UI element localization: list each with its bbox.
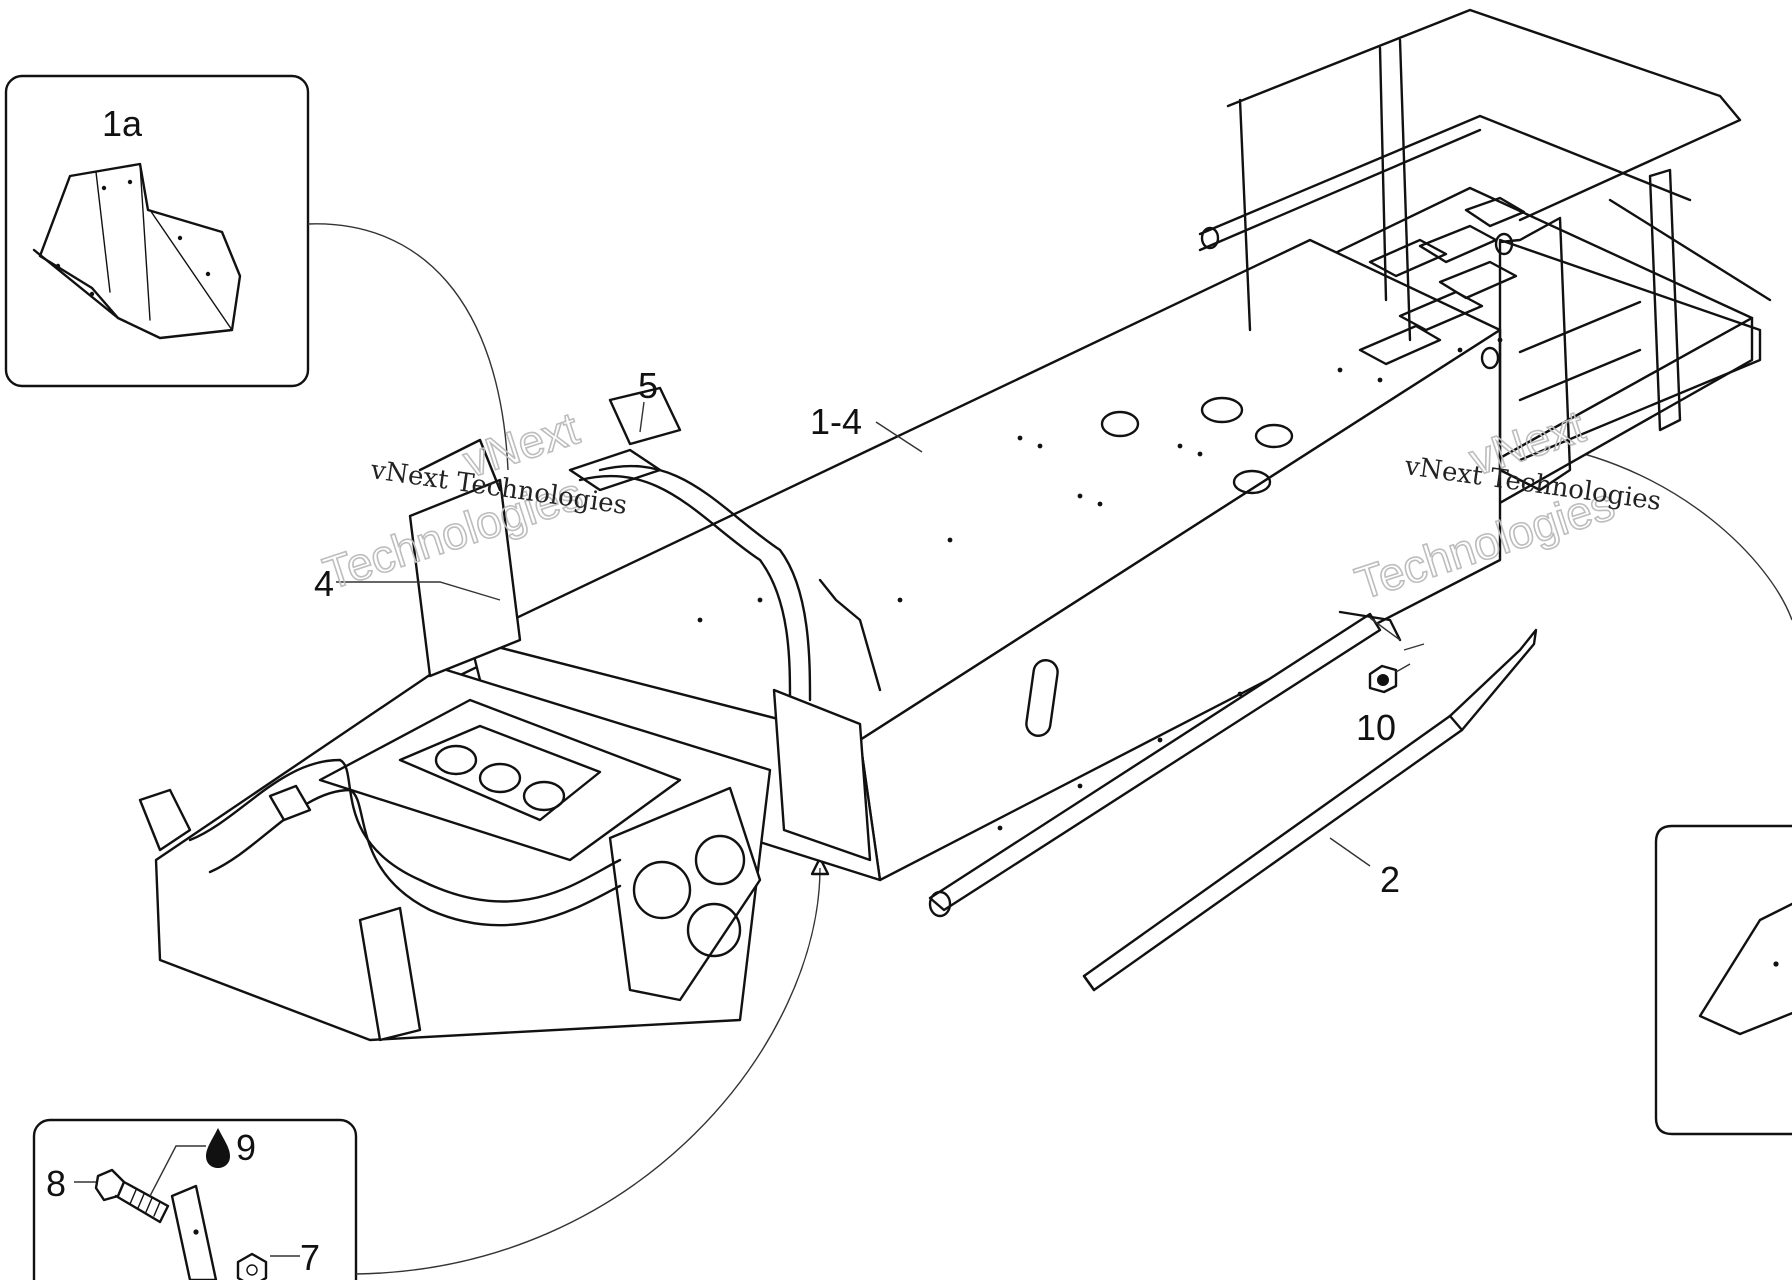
chassis-frame xyxy=(138,8,1772,1042)
drop-icon xyxy=(206,1128,230,1168)
callout-1a: 1a xyxy=(102,103,143,144)
inset-1a: 1a xyxy=(4,74,310,388)
inset-fasteners: 8 9 7 xyxy=(32,1118,358,1280)
inset-right xyxy=(1654,824,1792,1136)
part-2-rod xyxy=(1082,628,1538,992)
part-10-bolt xyxy=(1368,643,1425,694)
callout-4: 4 xyxy=(314,563,334,604)
callout-5: 5 xyxy=(638,365,658,406)
callout-10: 10 xyxy=(1356,707,1396,748)
callout-9: 9 xyxy=(236,1127,256,1168)
callout-8: 8 xyxy=(46,1163,66,1204)
callout-7: 7 xyxy=(300,1237,320,1278)
callout-2: 2 xyxy=(1380,859,1400,900)
rivets xyxy=(697,337,1503,831)
callout-1-4: 1-4 xyxy=(810,401,862,442)
